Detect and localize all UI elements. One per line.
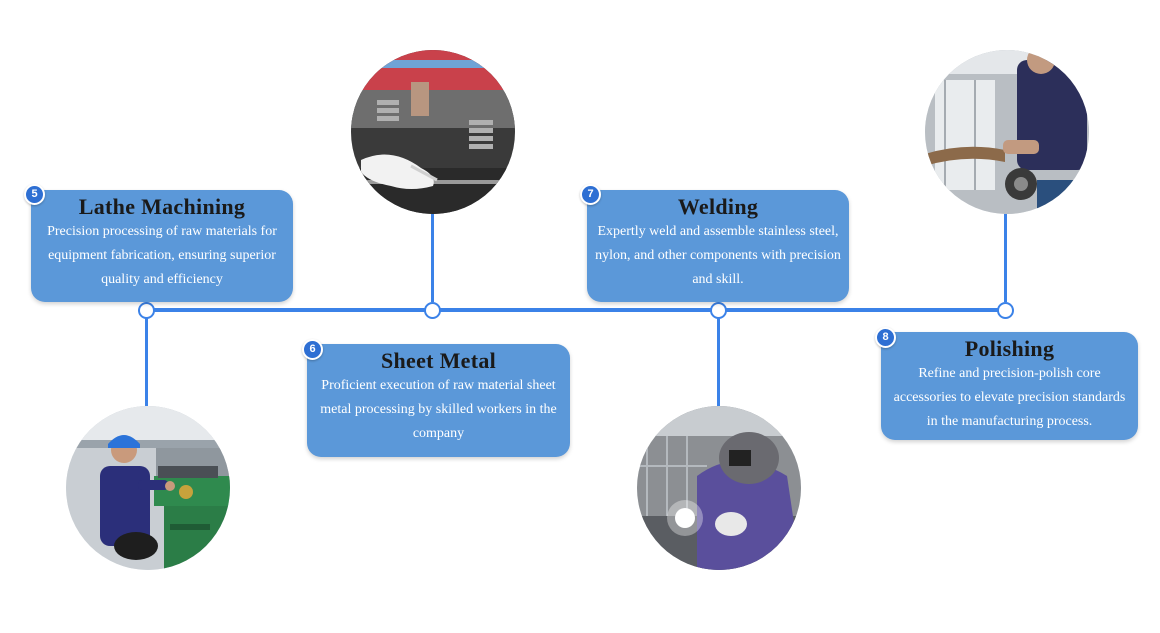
step-title: Sheet Metal — [380, 348, 497, 373]
timeline-node-8 — [997, 302, 1014, 319]
step-description: Precision processing of raw materials fo… — [47, 224, 277, 287]
polishing-worker-illustration — [925, 50, 1089, 214]
step-number-badge-7: 7 — [580, 184, 601, 205]
connector-step-7 — [717, 316, 720, 410]
lathe-worker-illustration — [66, 406, 230, 570]
connector-step-8 — [1004, 212, 1007, 302]
step-number-badge-6: 6 — [302, 339, 323, 360]
step-description: Proficient execution of raw material she… — [320, 378, 557, 441]
step-title: Lathe Machining — [78, 194, 246, 219]
connector-step-5 — [145, 316, 148, 410]
step-description: Refine and precision-polish core accesso… — [893, 366, 1126, 429]
step-title: Welding — [677, 194, 759, 219]
step-number-badge-8: 8 — [875, 327, 896, 348]
connector-step-6 — [431, 212, 434, 302]
step-card-8: Polishing Refine and precision-polish co… — [881, 332, 1138, 440]
step-description: Expertly weld and assemble stainless ste… — [595, 224, 841, 287]
lathe-worker-photo — [66, 406, 230, 570]
step-title: Polishing — [964, 336, 1055, 361]
step-card-7: Welding Expertly weld and assemble stain… — [587, 190, 849, 302]
step-card-6: Sheet Metal Proficient execution of raw … — [307, 344, 570, 457]
timeline-line — [146, 308, 1006, 312]
timeline-node-7 — [710, 302, 727, 319]
welder-illustration — [637, 406, 801, 570]
sheet-metal-press-illustration — [351, 50, 515, 214]
timeline-node-6 — [424, 302, 441, 319]
step-number-badge-5: 5 — [24, 184, 45, 205]
polishing-worker-photo — [925, 50, 1089, 214]
step-card-5: Lathe Machining Precision processing of … — [31, 190, 293, 302]
timeline-node-5 — [138, 302, 155, 319]
sheet-metal-press-photo — [351, 50, 515, 214]
welder-photo — [637, 406, 801, 570]
